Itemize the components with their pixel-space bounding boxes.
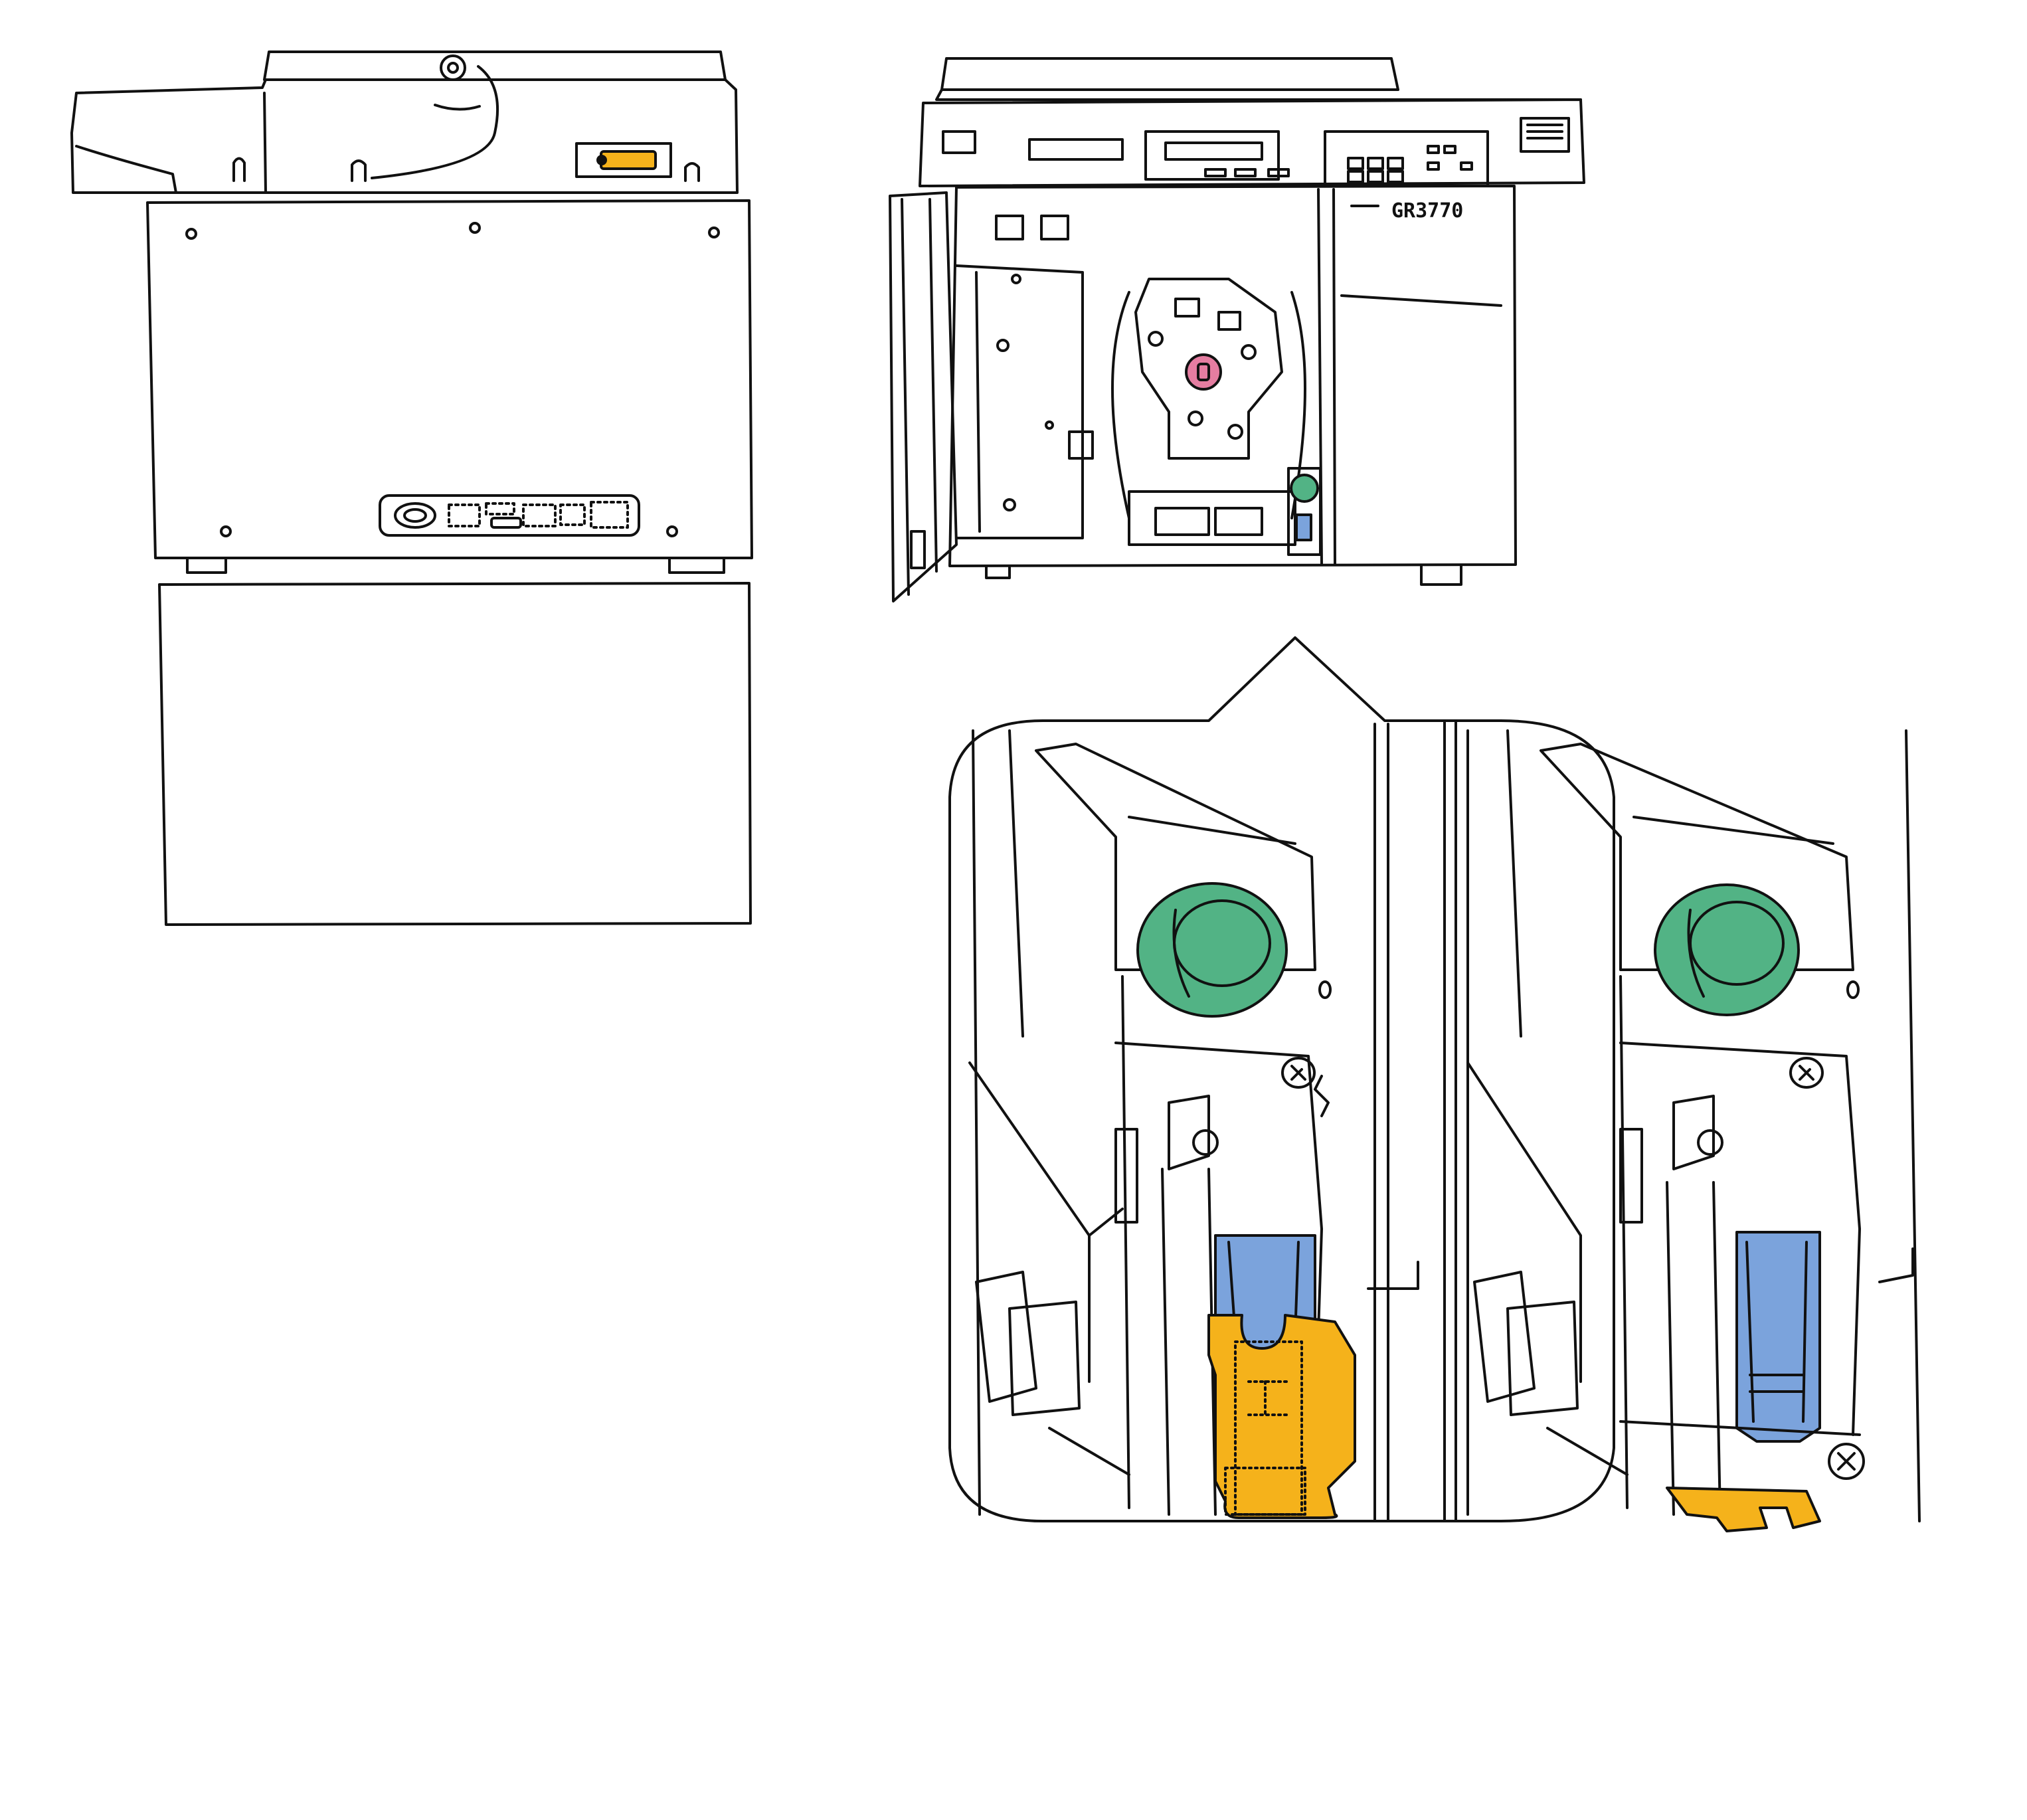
detail-callout [948, 636, 1921, 1532]
control-strip [379, 494, 640, 537]
top-unit [70, 78, 739, 194]
blue-latch-icon [1295, 513, 1312, 541]
control-panel [919, 98, 1585, 187]
model-label: GR3770 [1391, 199, 1463, 223]
feeder-lid [263, 50, 727, 81]
pink-knob-icon [1185, 353, 1222, 391]
machine-front-closed [70, 50, 753, 926]
top-slot [575, 142, 672, 178]
feeder-knob [440, 54, 466, 81]
orange-tab-icon [1207, 1314, 1356, 1519]
body-panel [146, 199, 753, 559]
orange-tab-icon [600, 150, 657, 170]
green-knob-icon [1290, 474, 1319, 503]
open-body [948, 185, 1517, 567]
machine-front-open: GR3770 [889, 57, 1585, 602]
lower-cabinet [158, 582, 752, 926]
detail-after [1466, 729, 1921, 1532]
drum-assembly [1134, 278, 1283, 460]
detail-before [968, 723, 1419, 1522]
front-door [889, 191, 958, 602]
orange-tab-icon [1666, 1487, 1821, 1532]
